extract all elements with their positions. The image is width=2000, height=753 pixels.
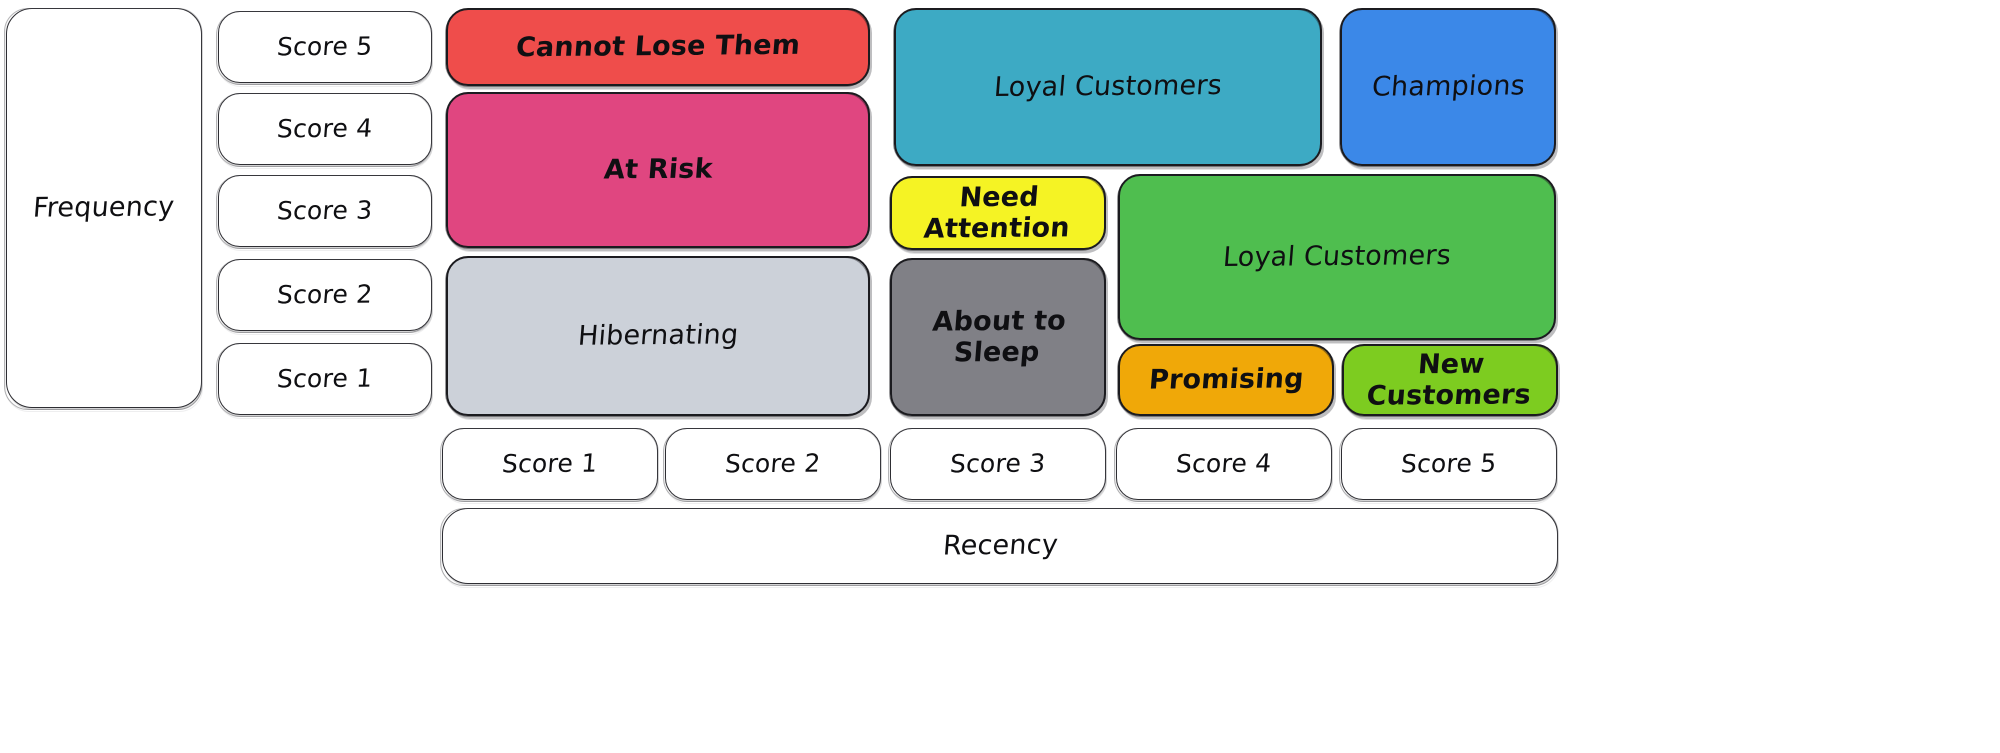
segment-promising[interactable]: Promising: [1117, 344, 1334, 417]
recency-score-1[interactable]: Score 1: [440, 428, 658, 502]
recency-score-5-label: Score 5: [1400, 448, 1498, 479]
recency-score-2[interactable]: Score 2: [663, 428, 881, 502]
segment-promising-label: Promising: [1147, 363, 1305, 397]
frequency-axis-label: Frequency: [4, 8, 202, 410]
segment-champions-label: Champions: [1370, 70, 1526, 104]
segment-cannot-lose-them[interactable]: Cannot Lose Them: [445, 8, 870, 87]
frequency-score-4-label: Score 4: [276, 113, 374, 144]
segment-need-attention[interactable]: Need Attention: [889, 176, 1106, 251]
segment-cannot-lose-them-label: Cannot Lose Them: [514, 30, 802, 64]
segment-hibernating-label: Hibernating: [576, 319, 740, 353]
frequency-score-1-label: Score 1: [276, 363, 374, 394]
segment-loyal-customers-top-label: Loyal Customers: [992, 70, 1224, 104]
frequency-score-5-label: Score 5: [276, 31, 374, 62]
frequency-score-1[interactable]: Score 1: [216, 343, 432, 417]
segment-loyal-customers-top[interactable]: Loyal Customers: [893, 8, 1322, 167]
recency-score-1-label: Score 1: [501, 448, 599, 479]
segment-at-risk[interactable]: At Risk: [445, 92, 870, 249]
segment-champions[interactable]: Champions: [1339, 8, 1556, 167]
recency-score-3[interactable]: Score 3: [888, 428, 1106, 502]
recency-score-4[interactable]: Score 4: [1114, 428, 1332, 502]
segment-at-risk-label: At Risk: [602, 153, 714, 186]
frequency-score-2[interactable]: Score 2: [216, 259, 432, 333]
segment-loyal-customers-right-label: Loyal Customers: [1221, 240, 1453, 274]
recency-score-5[interactable]: Score 5: [1339, 428, 1557, 502]
segment-loyal-customers-right[interactable]: Loyal Customers: [1117, 174, 1556, 341]
frequency-score-4[interactable]: Score 4: [216, 93, 432, 167]
frequency-score-2-label: Score 2: [276, 279, 374, 310]
recency-score-3-label: Score 3: [949, 448, 1047, 479]
recency-score-2-label: Score 2: [724, 448, 822, 479]
frequency-score-5[interactable]: Score 5: [216, 11, 432, 85]
frequency-score-3[interactable]: Score 3: [216, 175, 432, 249]
segment-need-attention-label: Need Attention: [922, 181, 1071, 245]
segment-new-customers-label: New Customers: [1365, 348, 1533, 412]
frequency-axis-label-text: Frequency: [32, 191, 176, 225]
segment-about-to-sleep-label: About to Sleep: [931, 305, 1068, 369]
frequency-score-3-label: Score 3: [276, 195, 374, 226]
recency-score-4-label: Score 4: [1175, 448, 1273, 479]
recency-axis-label-text: Recency: [941, 529, 1059, 562]
segment-new-customers[interactable]: New Customers: [1341, 344, 1558, 417]
segment-hibernating[interactable]: Hibernating: [445, 256, 870, 417]
segment-about-to-sleep[interactable]: About to Sleep: [889, 258, 1106, 417]
recency-axis-label: Recency: [440, 508, 1558, 586]
